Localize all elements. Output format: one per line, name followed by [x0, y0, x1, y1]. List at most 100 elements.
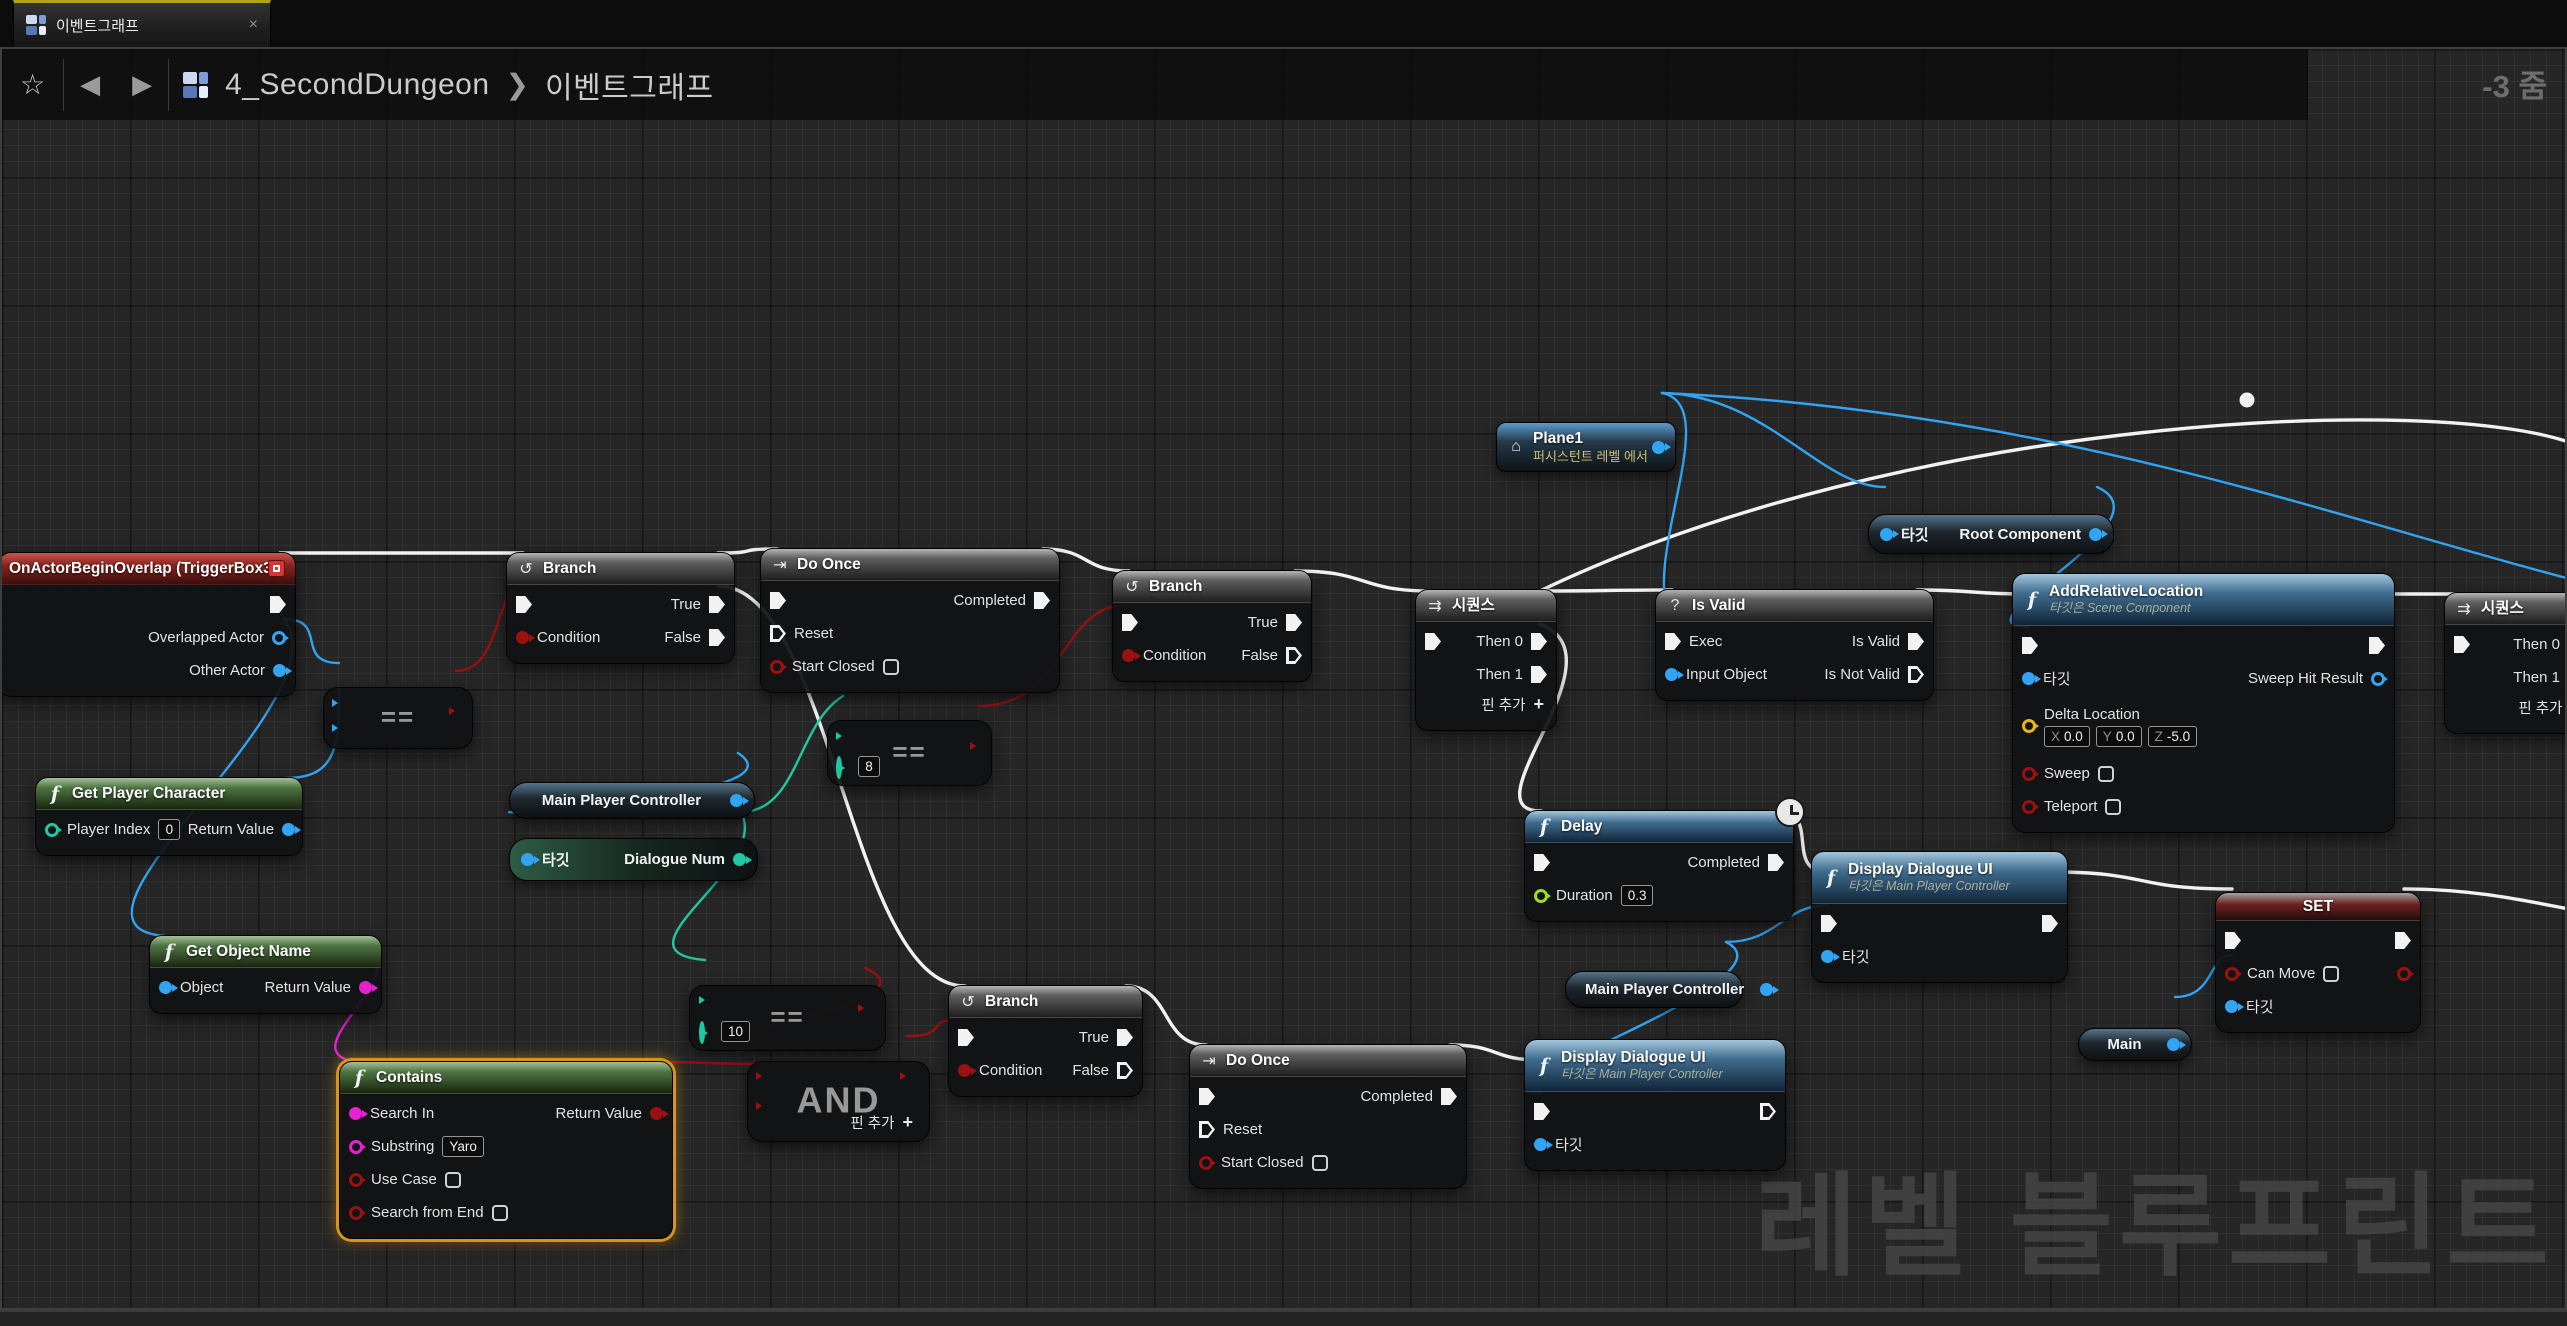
- bool-pin[interactable]: [516, 631, 529, 644]
- exec-pin[interactable]: [1768, 854, 1784, 871]
- node-equals-object[interactable]: ==: [323, 687, 473, 749]
- node-main[interactable]: Main: [2078, 1028, 2192, 1061]
- exec-pin[interactable]: [2454, 636, 2470, 653]
- obj-pin[interactable]: [2371, 671, 2385, 686]
- exec-pin[interactable]: [2225, 932, 2241, 949]
- checkbox[interactable]: [444, 1171, 461, 1188]
- exec-pin[interactable]: [709, 596, 725, 613]
- exec-pin[interactable]: [1534, 854, 1550, 871]
- int-pin[interactable]: [733, 853, 746, 866]
- exec-pin[interactable]: [1199, 1088, 1215, 1105]
- value-box[interactable]: 8: [858, 756, 880, 777]
- exec-pin[interactable]: [709, 629, 725, 646]
- str-pin[interactable]: [349, 1107, 362, 1120]
- exec-pin[interactable]: [1034, 592, 1050, 609]
- delegate-icon[interactable]: [268, 560, 285, 577]
- exec-pin[interactable]: [1534, 1103, 1550, 1120]
- checkbox[interactable]: [882, 658, 899, 675]
- obj-pin[interactable]: [2022, 672, 2035, 685]
- exec-pin[interactable]: [1908, 633, 1924, 650]
- close-icon[interactable]: ×: [248, 16, 258, 33]
- obj-pin[interactable]: [1665, 668, 1678, 681]
- bool-pin[interactable]: [2225, 966, 2239, 981]
- str-pin[interactable]: [349, 1139, 363, 1154]
- value-box[interactable]: 0: [158, 819, 181, 840]
- forward-arrow-icon[interactable]: ▶: [132, 69, 153, 99]
- obj-pin[interactable]: [1760, 983, 1774, 996]
- exec-pin[interactable]: [1821, 915, 1837, 932]
- obj-pin[interactable]: [1821, 950, 1834, 963]
- flt-pin[interactable]: [1534, 888, 1548, 903]
- exec-pin[interactable]: [958, 1029, 974, 1046]
- exec-pin[interactable]: [2395, 932, 2411, 949]
- bool-pin[interactable]: [1122, 649, 1135, 662]
- vec-pin[interactable]: [2022, 719, 2036, 733]
- exec-pin[interactable]: [770, 625, 786, 642]
- bool-pin[interactable]: [650, 1107, 663, 1120]
- exec-pin[interactable]: [770, 592, 786, 609]
- add-pin-button[interactable]: 핀 추가+: [2445, 694, 2565, 724]
- exec-pin[interactable]: [2022, 637, 2038, 654]
- exec-pin[interactable]: [270, 596, 286, 613]
- exec-pin[interactable]: [1199, 1121, 1215, 1138]
- exec-pin[interactable]: [1117, 1062, 1133, 1079]
- exec-pin[interactable]: [1531, 666, 1547, 683]
- exec-pin[interactable]: [1286, 647, 1302, 664]
- breadcrumb-item-blueprint[interactable]: 4_SecondDungeon: [225, 67, 490, 101]
- exec-pin[interactable]: [1122, 614, 1138, 631]
- value-box[interactable]: Yaro: [442, 1136, 484, 1157]
- obj-pin[interactable]: [272, 630, 286, 645]
- exec-pin[interactable]: [1286, 614, 1302, 631]
- breadcrumb-item-graph[interactable]: 이벤트그래프: [544, 71, 714, 105]
- obj-pin[interactable]: [2089, 527, 2102, 541]
- obj-pin[interactable]: [2225, 1000, 2238, 1013]
- int-pin[interactable]: [699, 1021, 705, 1044]
- exec-pin[interactable]: [516, 596, 532, 613]
- bool-pin[interactable]: [958, 1064, 971, 1077]
- obj-pin[interactable]: [1880, 527, 1893, 541]
- bool-pin[interactable]: [770, 659, 784, 674]
- exec-pin[interactable]: [1441, 1088, 1457, 1105]
- exec-pin[interactable]: [1908, 666, 1924, 683]
- checkbox[interactable]: [2097, 765, 2114, 782]
- node-onactorbeginoverlap[interactable]: OnActorBeginOverlap (TriggerBox3)Overlap…: [2, 552, 296, 697]
- obj-pin[interactable]: [282, 823, 296, 836]
- back-arrow-icon[interactable]: ◀: [80, 69, 101, 99]
- bool-pin[interactable]: [2022, 799, 2036, 814]
- exec-pin[interactable]: [1531, 633, 1547, 650]
- obj-pin[interactable]: [521, 853, 534, 866]
- node-main-player-controller-2[interactable]: Main Player Controller: [1565, 971, 1774, 1008]
- exec-pin[interactable]: [2369, 637, 2385, 654]
- exec-pin[interactable]: [1425, 633, 1441, 650]
- checkbox[interactable]: [2105, 798, 2122, 815]
- bookmark-star-icon[interactable]: ☆: [20, 68, 46, 100]
- checkbox[interactable]: [1311, 1154, 1328, 1171]
- obj-pin[interactable]: [273, 664, 286, 677]
- add-pin-button[interactable]: 핀 추가+: [1416, 691, 1556, 721]
- exec-pin[interactable]: [1760, 1103, 1776, 1120]
- obj-pin[interactable]: [1652, 440, 1665, 454]
- bool-pin[interactable]: [2022, 766, 2036, 781]
- bool-pin[interactable]: [349, 1205, 363, 1220]
- obj-pin[interactable]: [159, 981, 172, 994]
- obj-pin[interactable]: [2167, 1038, 2181, 1051]
- vector-value-box[interactable]: Z-5.0: [2147, 725, 2198, 747]
